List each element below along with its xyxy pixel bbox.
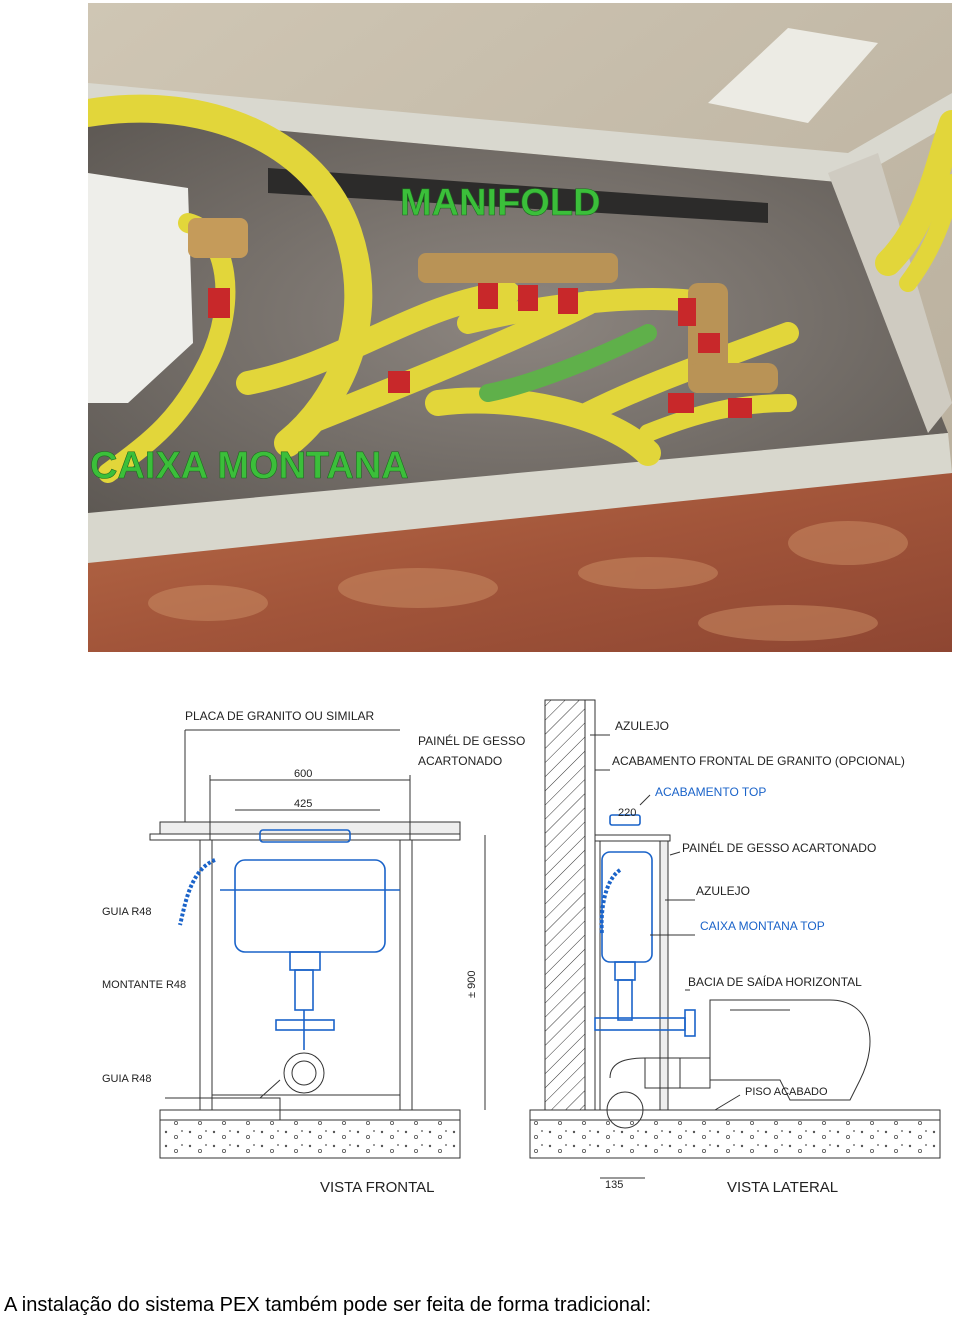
- label-placa: PLACA DE GRANITO OU SIMILAR: [185, 709, 374, 723]
- label-caixa-top: CAIXA MONTANA TOP: [700, 919, 825, 933]
- manifold-label: MANIFOLD: [400, 182, 601, 224]
- label-acabamento-frontal: ACABAMENTO FRONTAL DE GRANITO (OPCIONAL): [612, 754, 905, 768]
- front-view: [149, 729, 486, 1159]
- title-vista-frontal: VISTA FRONTAL: [320, 1179, 434, 1196]
- dim-220: 220: [618, 807, 636, 819]
- label-guia-top: GUIA R48: [102, 906, 152, 918]
- label-acabamento-top: ACABAMENTO TOP: [655, 785, 766, 799]
- dim-425: 425: [294, 798, 312, 810]
- label-bacia: BACIA DE SAÍDA HORIZONTAL: [688, 974, 862, 989]
- side-view: [529, 699, 941, 1179]
- caixa-montana-label: CAIXA MONTANA: [90, 445, 409, 487]
- label-piso: PISO ACABADO: [745, 1086, 828, 1098]
- label-montante: MONTANTE R48: [102, 979, 186, 991]
- label-guia-bottom: GUIA R48: [102, 1073, 152, 1085]
- technical-drawing: PLACA DE GRANITO OU SIMILAR PAINÉL DE GE…: [90, 680, 960, 1200]
- dim-135: 135: [605, 1179, 623, 1191]
- label-azulejo-2: AZULEJO: [696, 884, 750, 898]
- caption-text: A instalação do sistema PEX também pode …: [4, 1294, 652, 1316]
- label-painel-gesso: PAINÉL DE GESSO ACARTONADO: [682, 840, 876, 855]
- label-painel-1: PAINÉL DE GESSO: [418, 733, 525, 748]
- title-vista-lateral: VISTA LATERAL: [727, 1179, 838, 1196]
- dim-600: 600: [294, 768, 312, 780]
- label-painel-2: ACARTONADO: [418, 754, 502, 768]
- label-azulejo-1: AZULEJO: [615, 719, 669, 733]
- installation-photo: MANIFOLD CAIXA MONTANA: [88, 3, 952, 652]
- dim-900: ± 900: [466, 971, 478, 998]
